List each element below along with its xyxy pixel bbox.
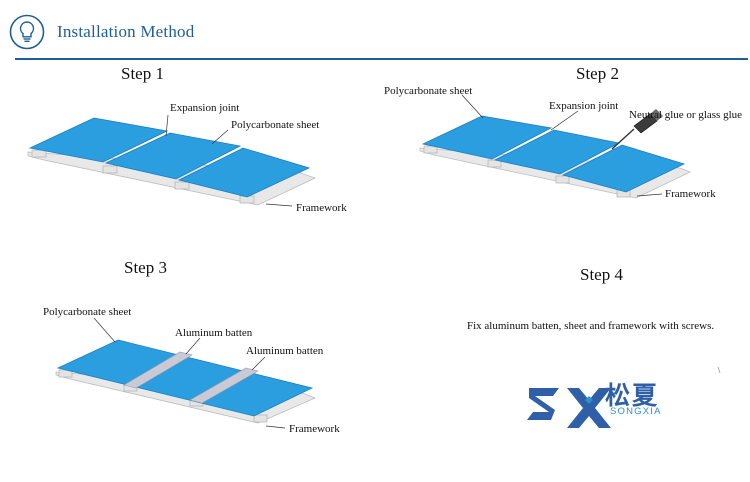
label-polycarbonate-sheet: Polycarbonate sheet (384, 85, 473, 97)
leader-line (265, 425, 286, 429)
header: Installation Method (0, 0, 750, 62)
step2-sheet (561, 144, 686, 193)
step1-support (174, 181, 190, 190)
step4-title: Step 4 (580, 265, 623, 284)
leader-line (461, 94, 484, 119)
glue-tube-icon (611, 109, 663, 150)
step2-support (423, 145, 438, 154)
page-title: Installation Method (57, 22, 195, 41)
label-framework: Framework (289, 423, 340, 435)
step1-support (102, 165, 118, 174)
leader-line (211, 129, 229, 145)
step2-sheet (421, 115, 553, 160)
leader-line (636, 193, 663, 197)
step3-support (253, 414, 268, 423)
step2-diagram (419, 94, 691, 199)
decorative-mark (717, 366, 721, 374)
step1-sheet (177, 147, 311, 198)
step3-sheet (56, 339, 314, 417)
label-expansion-joint: Expansion joint (549, 100, 619, 112)
header-divider (15, 58, 748, 60)
step2-title: Step 2 (576, 64, 619, 83)
logo-chinese-text: 松夏 (605, 381, 660, 410)
label-polycarbonate-sheet: Polycarbonate sheet (43, 306, 132, 318)
leader-line (165, 114, 169, 137)
aluminum-batten (189, 367, 259, 404)
label-aluminum-batten: Aluminum batten (246, 345, 324, 357)
lightbulb-icon (9, 14, 45, 50)
leader-line (251, 356, 266, 371)
step4-instruction: Fix aluminum batten, sheet and framework… (467, 320, 715, 332)
label-neutral-glue: Neutral glue or glass glue (629, 109, 743, 121)
label-framework: Framework (296, 202, 347, 214)
leader-line (93, 317, 116, 343)
aluminum-batten (123, 351, 193, 389)
step2-support (555, 175, 570, 184)
step3-title: Step 3 (124, 258, 167, 277)
logo-english-text: SONGXIA (610, 406, 662, 417)
step3-diagram (55, 317, 317, 429)
step1-title: Step 1 (121, 64, 164, 83)
label-expansion-joint: Expansion joint (170, 102, 240, 114)
step1-sheet (104, 132, 242, 180)
step1-sheet (28, 117, 169, 163)
leader-line (185, 337, 201, 355)
label-framework: Framework (665, 188, 716, 200)
leader-line (550, 110, 579, 131)
step1-diagram (27, 114, 317, 207)
label-polycarbonate-sheet: Polycarbonate sheet (231, 119, 320, 131)
label-aluminum-batten: Aluminum batten (175, 327, 253, 339)
leader-line (265, 203, 293, 207)
songxia-logo (527, 388, 611, 428)
